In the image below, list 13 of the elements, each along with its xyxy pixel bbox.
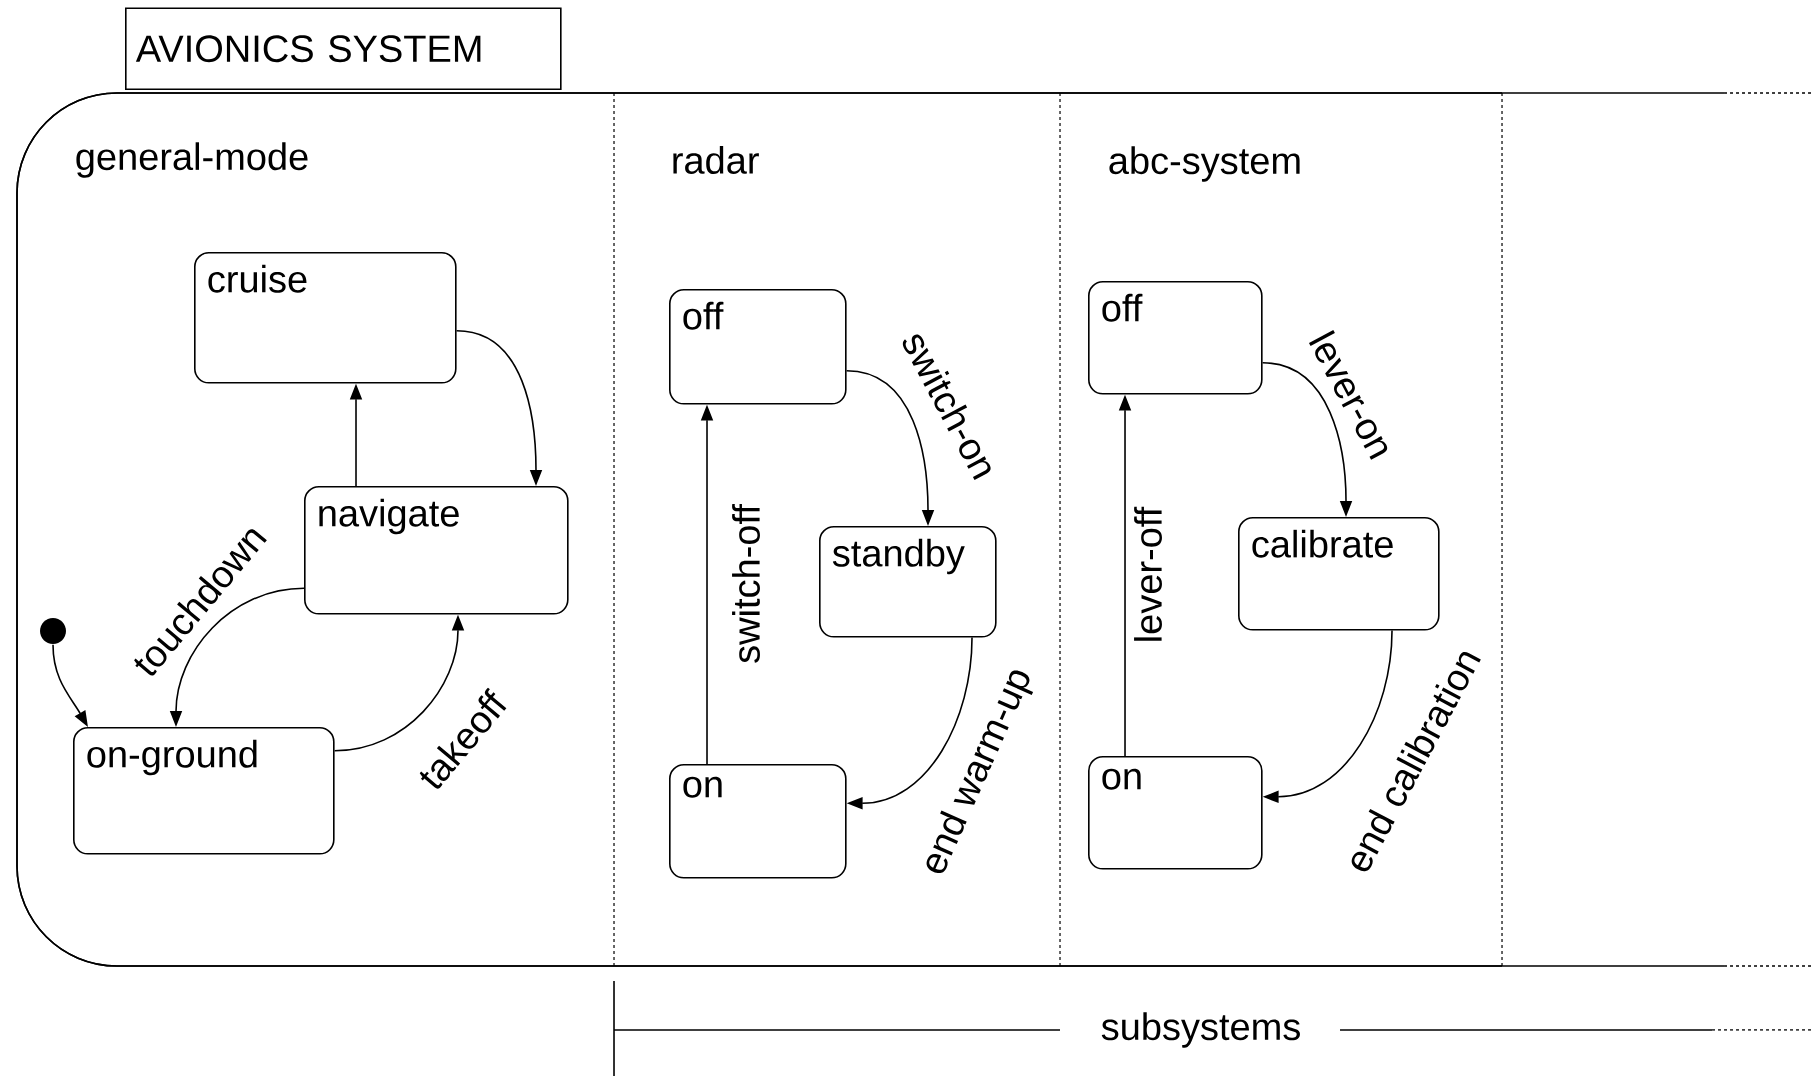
state-box: cruise	[194, 252, 457, 384]
state-box: on	[1088, 756, 1263, 870]
state-box: off	[669, 289, 847, 405]
state-box: off	[1088, 281, 1263, 395]
initial-dot	[40, 618, 66, 644]
state-box: on	[669, 764, 847, 879]
state-box: navigate	[304, 486, 569, 615]
state-box: on-ground	[73, 727, 335, 855]
state-box: standby	[819, 526, 997, 638]
bracket-label: subsystems	[1101, 1012, 1300, 1048]
edge-label: switch-off	[730, 502, 762, 666]
edge-label: lever-off	[1132, 504, 1164, 646]
state-box: calibrate	[1238, 517, 1440, 631]
